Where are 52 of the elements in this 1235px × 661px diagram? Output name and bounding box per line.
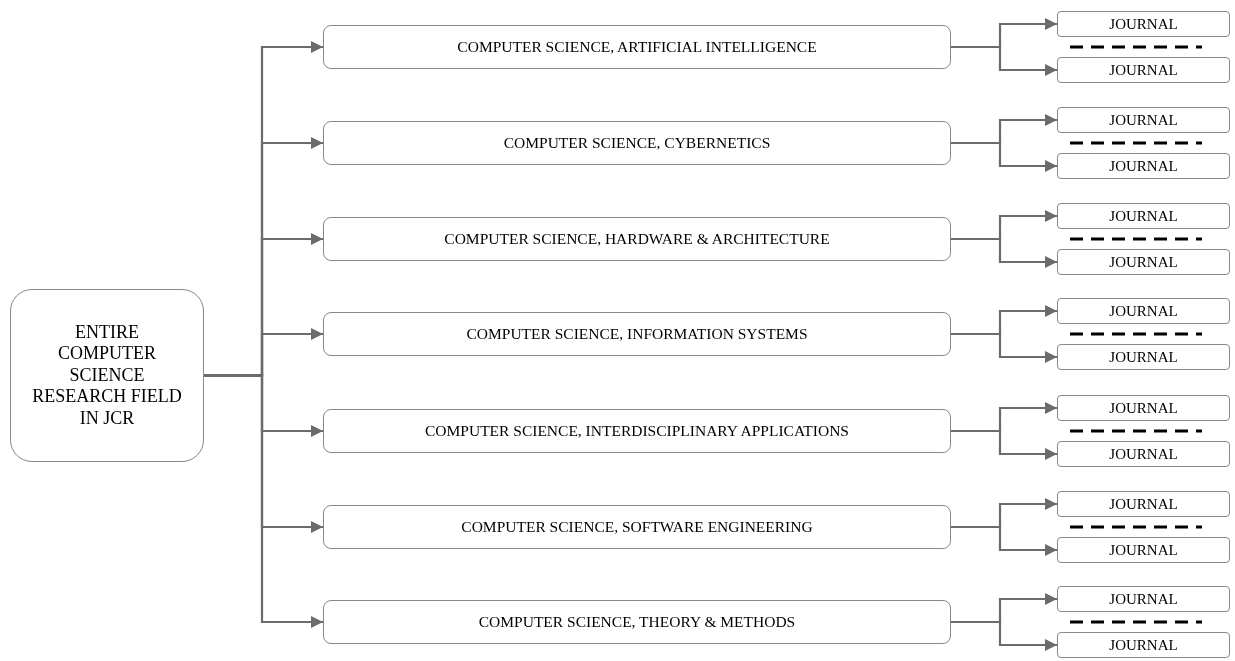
arrow [951,620,1057,651]
node-label: COMPUTER SCIENCE, SOFTWARE ENGINEERING [461,518,813,536]
node-label: COMPUTER SCIENCE, INFORMATION SYSTEMS [466,325,808,343]
node-label: JOURNAL [1109,636,1178,654]
journal-box [1057,632,1230,658]
arrow [951,237,1057,268]
journal-box [1057,11,1230,37]
journal-box [1057,344,1230,370]
journal-box [1057,395,1230,421]
arrow [951,429,1057,460]
journal-box [1057,537,1230,563]
arrow [951,141,1057,172]
node-label: COMPUTER SCIENCE, CYBERNETICS [503,134,771,152]
node-label: JOURNAL [1109,61,1178,79]
category-box [323,600,951,644]
category-box [323,312,951,356]
node-label: JOURNAL [1109,207,1178,225]
node-label: JOURNAL [1109,253,1178,271]
journal-box [1057,57,1230,83]
node-label: JOURNAL [1109,302,1178,320]
node-label: JOURNAL [1109,157,1178,175]
journal-box [1057,586,1230,612]
journal-box [1057,107,1230,133]
node-label: COMPUTER SCIENCE, HARDWARE & ARCHITECTURE [444,230,830,248]
journal-box [1057,249,1230,275]
journal-box [1057,203,1230,229]
category-box [323,121,951,165]
arrow [951,45,1057,76]
node-label: JOURNAL [1109,399,1178,417]
node-label: COMPUTER SCIENCE, ARTIFICIAL INTELLIGENCE [457,38,817,56]
node-label: ENTIRE COMPUTER SCIENCE RESEARCH FIELD IN JCR [31,321,183,430]
root-box [10,289,204,462]
node-label: JOURNAL [1109,15,1178,33]
node-label: JOURNAL [1109,495,1178,513]
node-label: JOURNAL [1109,111,1178,129]
node-label: JOURNAL [1109,590,1178,608]
category-box [323,217,951,261]
arrow [951,332,1057,363]
journal-box [1057,441,1230,467]
category-box [323,25,951,69]
node-label: COMPUTER SCIENCE, INTERDISCIPLINARY APPLICATIONS [425,422,849,440]
node-label: COMPUTER SCIENCE, THEORY & METHODS [478,613,796,631]
journal-box [1057,153,1230,179]
journal-box [1057,491,1230,517]
category-box [323,409,951,453]
arrow [951,525,1057,556]
node-label: JOURNAL [1109,348,1178,366]
category-box [323,505,951,549]
node-label: JOURNAL [1109,445,1178,463]
journal-box [1057,298,1230,324]
arrow [204,374,323,628]
node-label: JOURNAL [1109,541,1178,559]
